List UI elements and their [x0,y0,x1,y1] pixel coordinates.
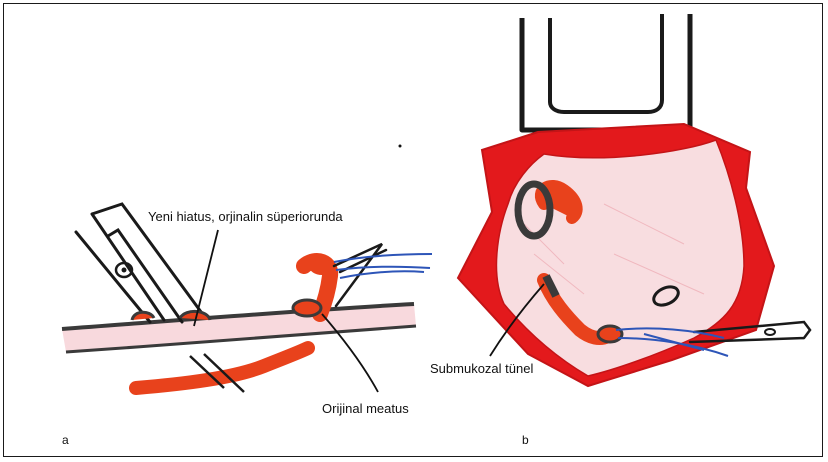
retractor-inner [550,14,662,112]
new-meatus-b [598,326,622,342]
panel-b-drawing [458,14,810,386]
panel-label-a: a [62,434,69,446]
suture-thread-a [334,254,432,278]
bladder-wall-mucosa [62,304,416,352]
figure-frame: Yeni hiatus, orjinalin süperiorunda Orij… [3,3,823,457]
surgical-illustration [4,4,824,458]
label-submucosal-tunnel: Submukozal tünel [430,362,533,375]
panel-label-b: b [522,434,529,446]
new-hiatus-ring [132,311,210,320]
label-original-meatus: Orijinal meatus [322,402,409,415]
original-meatus-ring [293,300,321,316]
leader-line-new-hiatus [194,230,218,326]
ureter-lower-segment [136,348,308,388]
panel-a-drawing [62,145,432,393]
label-new-hiatus: Yeni hiatus, orjinalin süperiorunda [148,210,343,223]
